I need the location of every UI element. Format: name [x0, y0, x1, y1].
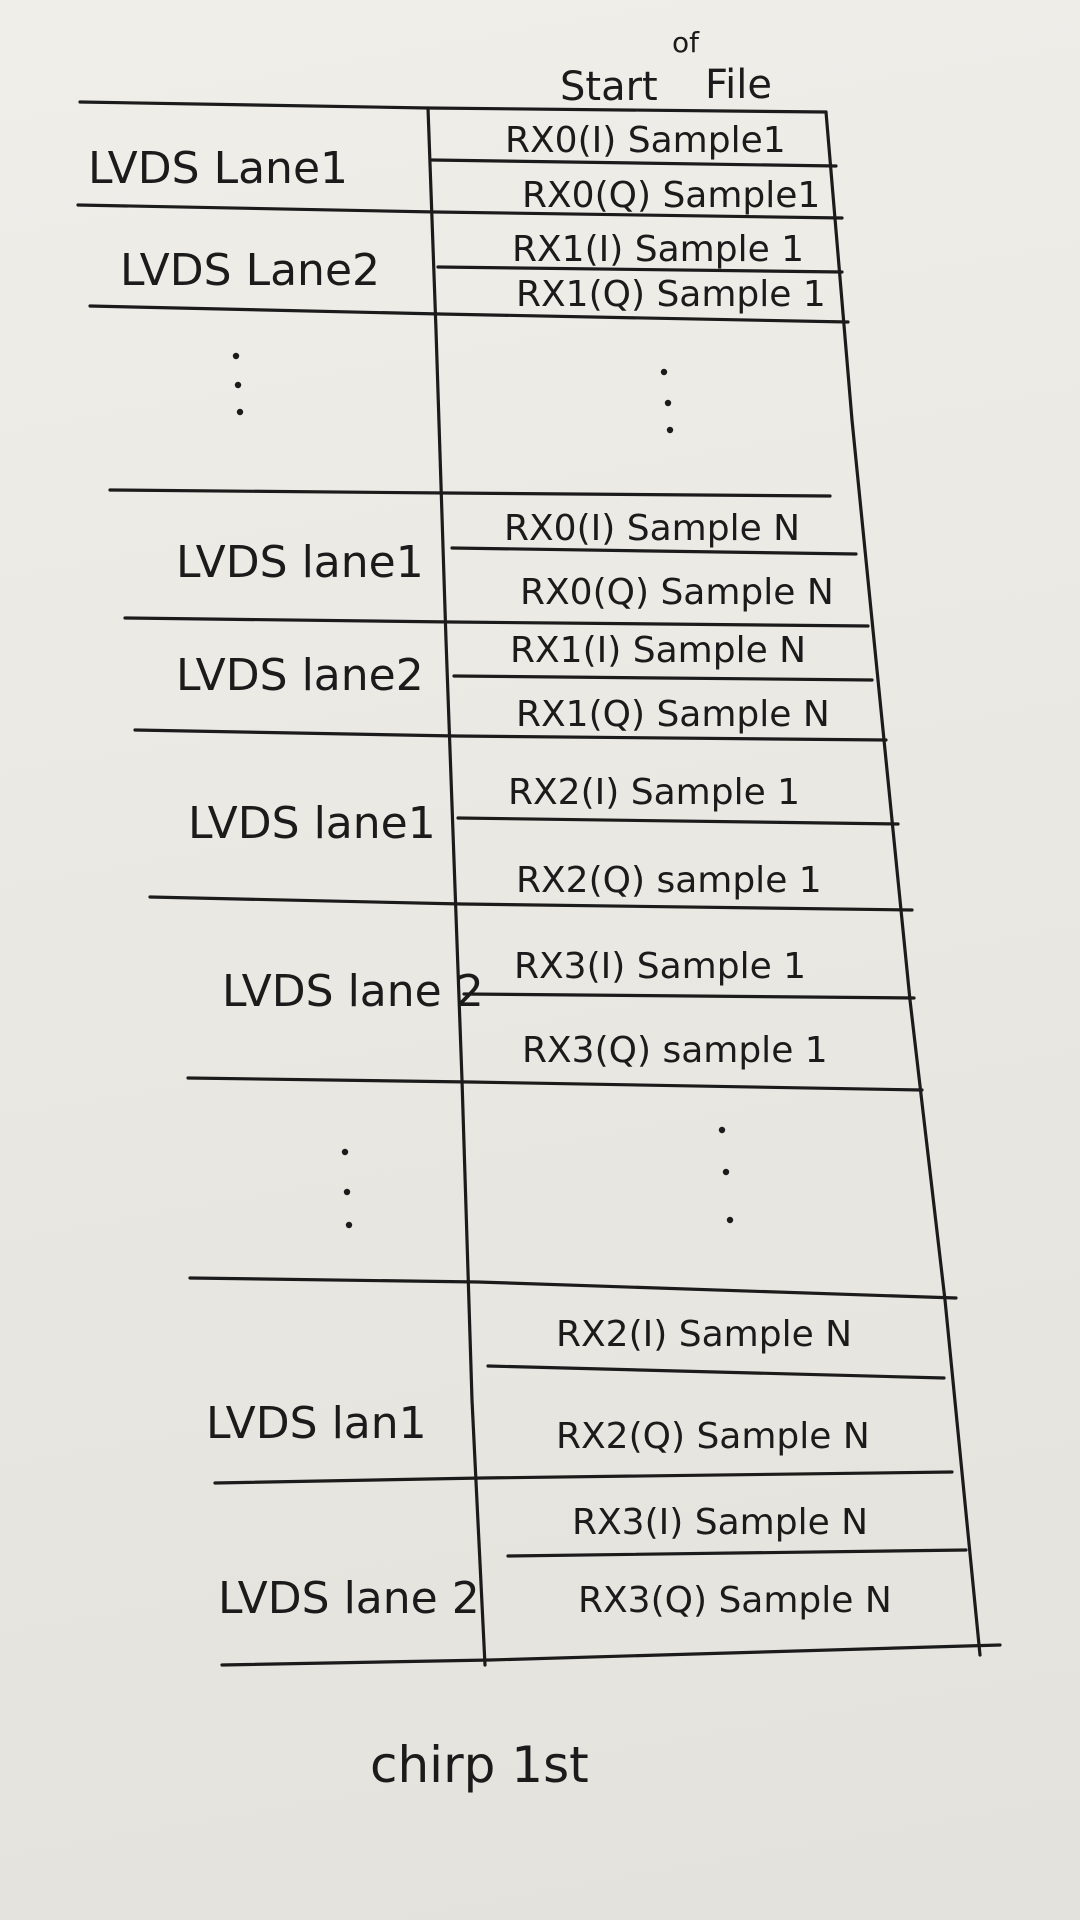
lane-label-group4: LVDS lane2	[176, 650, 424, 701]
header-of: of	[672, 26, 700, 59]
lane-label-group1: LVDS Lane1	[88, 143, 348, 194]
separator-group7-group8	[213, 1470, 954, 1485]
cell-sep-7	[486, 1364, 946, 1380]
cell-rx3-q-sample1: RX3(Q) sample 1	[522, 1030, 828, 1071]
cell-rx2-i-sample1: RX2(I) Sample 1	[508, 772, 800, 813]
cell-sep-4	[452, 674, 874, 682]
separator-group3-group4	[123, 616, 870, 628]
separator-lane2-end	[88, 304, 850, 324]
table-top-border	[78, 100, 828, 114]
cell-sep-1	[430, 158, 838, 168]
separator-lane1-lane2	[76, 203, 844, 220]
lane-separators	[76, 203, 1002, 1667]
cell-rx2-q-sample1: RX2(Q) sample 1	[516, 860, 822, 901]
lane-label-group2: LVDS Lane2	[120, 245, 380, 296]
cell-rx2-q-samplen: RX2(Q) Sample N	[556, 1416, 870, 1457]
separator-group5-group6	[148, 895, 914, 912]
table-bottom-border	[220, 1643, 1002, 1667]
table-right-border	[824, 110, 982, 1657]
separator-group4-group5	[133, 728, 888, 742]
cell-rx1-q-samplen: RX1(Q) Sample N	[516, 694, 830, 735]
ellipsis-right-2	[718, 1126, 734, 1224]
cell-rx1-i-samplen: RX1(I) Sample N	[510, 630, 806, 671]
cell-rx3-q-samplen: RX3(Q) Sample N	[578, 1580, 892, 1621]
header-start: Start	[560, 64, 658, 110]
cell-rx1-i-sample1: RX1(I) Sample 1	[512, 229, 804, 270]
ellipsis-left-2	[341, 1148, 353, 1229]
cell-rx0-q-samplen: RX0(Q) Sample N	[520, 572, 834, 613]
cell-sep-2	[436, 265, 844, 274]
ellipsis-left-1	[232, 352, 244, 416]
header-file: File	[705, 62, 772, 108]
lane-label-group8: LVDS lane 2	[218, 1573, 480, 1624]
table-left-border	[426, 106, 487, 1667]
cell-rx3-i-sample1: RX3(I) Sample 1	[514, 946, 806, 987]
lane-label-group6: LVDS lane 2	[222, 966, 484, 1017]
lane-label-group5: LVDS lane1	[188, 798, 436, 849]
cell-rx0-q-sample1: RX0(Q) Sample1	[522, 175, 820, 216]
lane-labels: LVDS Lane1 LVDS Lane2 LVDS lane1 LVDS la…	[88, 143, 484, 1624]
cell-sep-6	[462, 992, 916, 1000]
table-outline	[78, 100, 982, 1667]
separator-gap-1	[108, 488, 832, 498]
cell-rx0-i-samplen: RX0(I) Sample N	[504, 508, 800, 549]
lane-label-group7: LVDS lan1	[206, 1398, 427, 1449]
lane-label-group3: LVDS lane1	[176, 537, 424, 588]
cell-rx2-i-samplen: RX2(I) Sample N	[556, 1314, 852, 1355]
cell-rx0-i-sample1: RX0(I) Sample1	[505, 120, 786, 161]
cell-rx1-q-sample1: RX1(Q) Sample 1	[516, 274, 826, 315]
start-of-file-header: Start of File	[560, 26, 772, 110]
separator-gap-2	[188, 1276, 958, 1300]
cell-rx3-i-samplen: RX3(I) Sample N	[572, 1502, 868, 1543]
chirp-caption: chirp 1st	[370, 1736, 589, 1794]
separator-group6-end	[186, 1076, 924, 1092]
cell-sep-8	[506, 1548, 968, 1558]
data-cells: RX0(I) Sample1 RX0(Q) Sample1 RX1(I) Sam…	[504, 120, 892, 1621]
cell-sep-5	[456, 816, 900, 826]
ellipsis-right-1	[660, 368, 674, 434]
cell-separators	[430, 158, 968, 1558]
cell-sep-3	[450, 546, 858, 556]
